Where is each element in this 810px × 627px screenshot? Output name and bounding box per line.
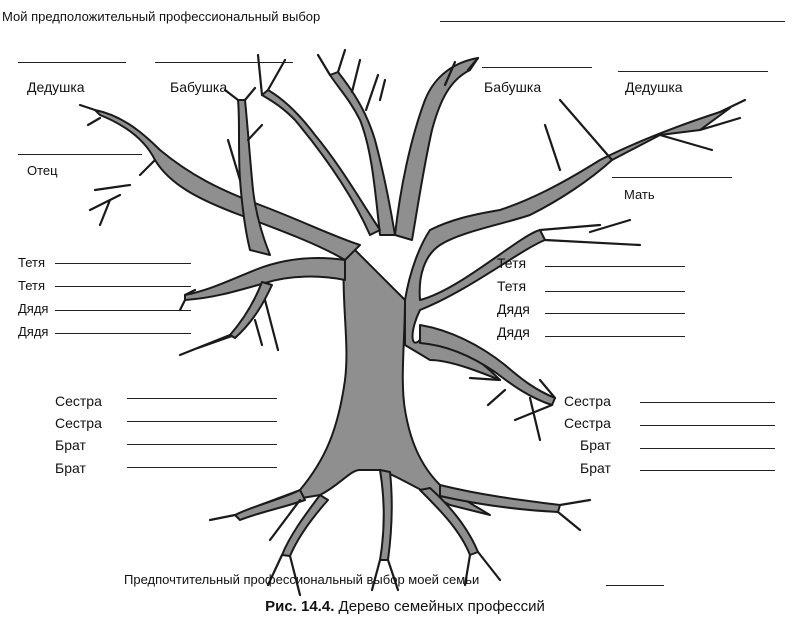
sister-left-label-1: Сестра xyxy=(55,393,102,409)
uncle-right-line-1[interactable] xyxy=(545,313,685,314)
father-line[interactable] xyxy=(18,154,142,155)
brother-right-line-1[interactable] xyxy=(640,448,775,449)
aunt-right-label-1: Тетя xyxy=(497,255,527,271)
sister-left-label-2: Сестра xyxy=(55,415,102,431)
aunt-left-line-1[interactable] xyxy=(55,263,191,264)
brother-right-label-1: Брат xyxy=(580,437,611,453)
sister-right-line-1[interactable] xyxy=(640,402,775,403)
grandmother-right-label: Бабушка xyxy=(484,79,542,95)
sister-left-line-1[interactable] xyxy=(127,398,277,399)
figure-caption: Рис. 14.4. Дерево семейных профессий xyxy=(0,598,810,615)
sister-right-label-1: Сестра xyxy=(564,393,611,409)
brother-left-line-1[interactable] xyxy=(127,444,277,445)
family-choice-line[interactable] xyxy=(606,585,664,586)
aunt-left-label-2: Тетя xyxy=(18,278,46,293)
aunt-right-label-2: Тетя xyxy=(497,278,527,294)
mother-line[interactable] xyxy=(612,177,732,178)
uncle-left-label-1: Дядя xyxy=(18,301,49,316)
uncle-left-line-1[interactable] xyxy=(55,310,191,311)
aunt-left-label-1: Тетя xyxy=(18,255,46,270)
sister-left-line-2[interactable] xyxy=(127,421,277,422)
grandmother-left-line[interactable] xyxy=(155,62,293,63)
grandfather-left-line[interactable] xyxy=(18,62,126,63)
aunt-right-line-1[interactable] xyxy=(545,266,685,267)
sister-right-label-2: Сестра xyxy=(564,415,611,431)
grandfather-right-label: Дедушка xyxy=(625,79,683,95)
brother-left-label-2: Брат xyxy=(55,460,86,476)
aunt-right-line-2[interactable] xyxy=(545,291,685,292)
tree-twigs xyxy=(78,48,747,597)
mother-label: Мать xyxy=(624,187,655,202)
uncle-right-label-1: Дядя xyxy=(497,301,530,317)
uncle-right-line-2[interactable] xyxy=(545,336,685,337)
brother-left-line-2[interactable] xyxy=(127,467,277,468)
figure-number: Рис. 14.4. xyxy=(265,598,335,615)
father-label: Отец xyxy=(27,163,58,178)
brother-right-line-2[interactable] xyxy=(640,470,775,471)
grandmother-left-label: Бабушка xyxy=(170,79,228,95)
sister-right-line-2[interactable] xyxy=(640,425,775,426)
profession-choice-label: Мой предположительный профессиональный в… xyxy=(2,9,321,24)
grandmother-right-line[interactable] xyxy=(482,67,592,68)
family-choice-label: Предпочтительный профессиональный выбор … xyxy=(124,572,480,587)
brother-left-label-1: Брат xyxy=(55,437,86,453)
tree-trunk xyxy=(94,57,731,561)
uncle-left-label-2: Дядя xyxy=(18,324,49,339)
uncle-right-label-2: Дядя xyxy=(497,324,530,340)
grandfather-right-line[interactable] xyxy=(618,71,768,72)
uncle-left-line-2[interactable] xyxy=(55,333,191,334)
figure-title: Дерево семейных профессий xyxy=(338,598,545,615)
aunt-left-line-2[interactable] xyxy=(55,286,191,287)
brother-right-label-2: Брат xyxy=(580,460,611,476)
grandfather-left-label: Дедушка xyxy=(27,79,85,95)
profession-choice-line[interactable] xyxy=(440,21,785,22)
